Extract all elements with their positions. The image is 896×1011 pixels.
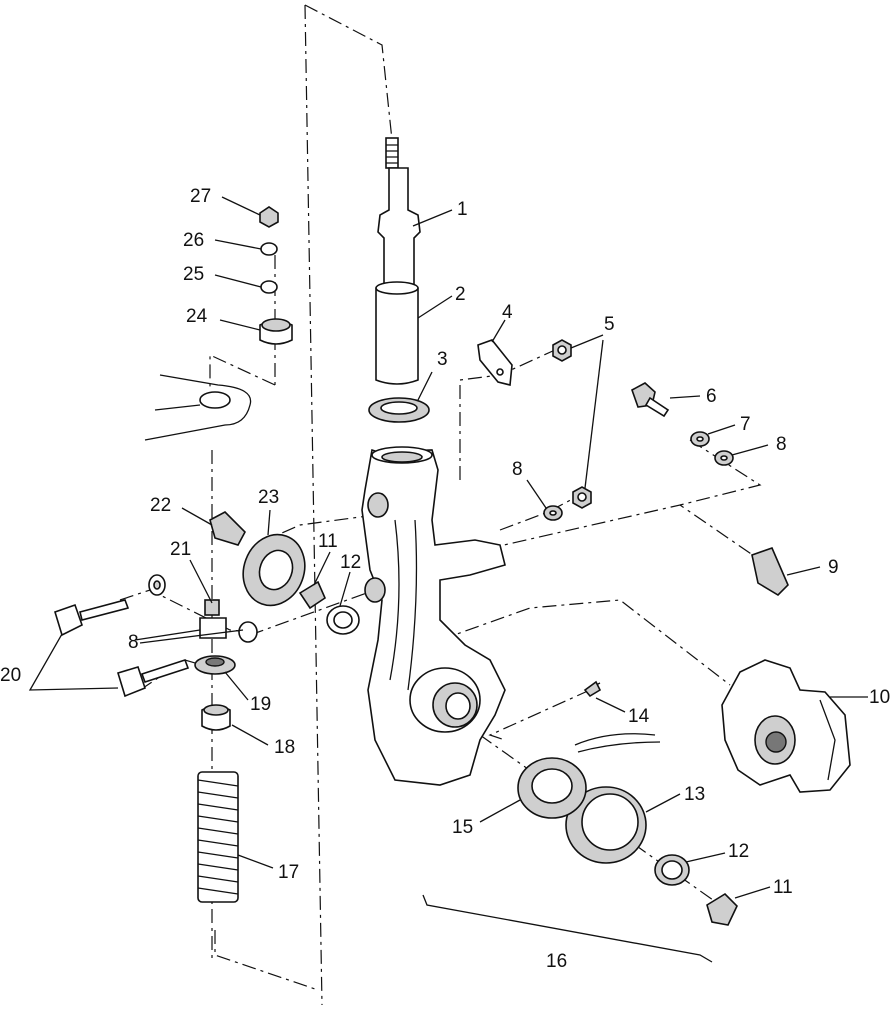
callout-11-upper: 11 [318, 531, 338, 552]
part-7-8-washers [543, 431, 734, 521]
callout-9: 9 [828, 557, 839, 578]
part-24-27-hardware [259, 206, 293, 345]
callout-26: 26 [183, 230, 204, 251]
part-23-seal [242, 533, 306, 607]
part-3-washer [368, 397, 430, 423]
callout-1: 1 [457, 199, 468, 220]
part-13-bearing-race [565, 786, 647, 864]
callout-24: 24 [186, 306, 208, 327]
part-5-nuts [552, 339, 592, 509]
callout-8-left: 8 [128, 632, 139, 653]
a-arm-end [144, 374, 252, 441]
callout-25: 25 [183, 264, 204, 285]
callout-20: 20 [0, 665, 21, 686]
callout-22: 22 [150, 495, 171, 516]
part-11-castle-nuts [298, 580, 738, 926]
callout-labels: 1 2 3 4 5 6 7 8 8 9 10 11 12 13 14 15 12… [0, 186, 890, 972]
callout-27: 27 [190, 186, 211, 207]
leader-lines [28, 196, 868, 963]
part-4-bracket [477, 339, 513, 387]
part-1-shock-shaft [377, 137, 421, 286]
callout-13: 13 [684, 784, 705, 805]
callout-19: 19 [250, 694, 271, 715]
part-15-dust-seal [517, 757, 587, 819]
callout-16: 16 [546, 951, 567, 972]
callout-4: 4 [502, 302, 513, 323]
part-12-seals [326, 605, 690, 886]
part-10-caliper [721, 659, 851, 793]
part-14-sensor [574, 680, 661, 753]
callout-11-lower: 11 [773, 877, 793, 898]
part-22-bushing [209, 511, 246, 546]
callout-14: 14 [628, 706, 650, 727]
spindle-knuckle [361, 446, 506, 786]
callout-7: 7 [740, 414, 751, 435]
callout-3: 3 [437, 349, 448, 370]
part-8-washers-left [148, 574, 258, 643]
part-9-brake-pad [751, 546, 789, 597]
callout-15: 15 [452, 817, 473, 838]
callout-8-right: 8 [776, 434, 787, 455]
callout-21: 21 [170, 539, 191, 560]
part-17-spring [197, 771, 239, 903]
callout-17: 17 [278, 862, 299, 883]
part-18-19 [194, 655, 236, 731]
callout-23: 23 [258, 487, 279, 508]
callout-8-middle: 8 [512, 459, 523, 480]
part-20-bolts [54, 599, 190, 698]
callout-5: 5 [604, 314, 615, 335]
callout-12-upper: 12 [340, 552, 361, 573]
callout-6: 6 [706, 386, 717, 407]
callout-2: 2 [455, 284, 466, 305]
part-2-shock-body [375, 281, 419, 385]
part-6-bolt [631, 382, 670, 418]
callout-18: 18 [274, 737, 295, 758]
callout-10: 10 [869, 687, 890, 708]
callout-12-lower: 12 [728, 841, 749, 862]
